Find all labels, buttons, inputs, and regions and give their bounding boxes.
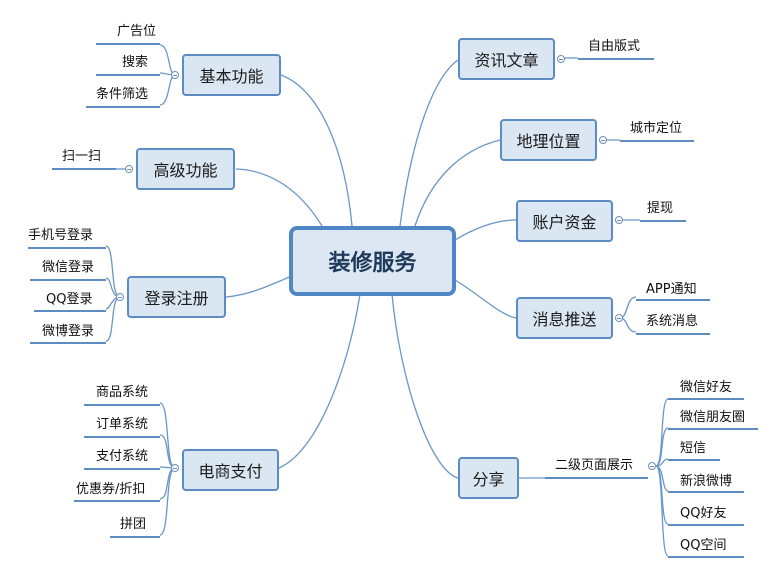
leaf-underline [52, 168, 116, 170]
leaf-underline [668, 524, 744, 526]
leaf-ad-slot[interactable]: 广告位 [116, 24, 156, 39]
leaf-group-buy[interactable]: 拼团 [120, 517, 147, 532]
leaf-system-message[interactable]: 系统消息 [646, 314, 699, 329]
leaf-app-notification[interactable]: APP通知 [646, 282, 697, 297]
collapse-icon[interactable] [615, 216, 623, 224]
collapse-icon[interactable] [599, 136, 607, 144]
leaf-underline [545, 477, 648, 479]
node-geo-location[interactable]: 地理位置 [500, 119, 597, 161]
leaf-underline [96, 43, 160, 45]
leaf-underline [668, 459, 720, 461]
leaf-underline [96, 74, 160, 76]
collapse-icon[interactable] [557, 55, 565, 63]
leaf-underline [28, 247, 106, 249]
leaf-underline [34, 310, 106, 312]
leaf-search[interactable]: 搜索 [121, 55, 148, 70]
leaf-product-system[interactable]: 商品系统 [96, 385, 149, 400]
node-news-articles[interactable]: 资讯文章 [458, 38, 555, 80]
leaf-city-location[interactable]: 城市定位 [630, 121, 683, 136]
leaf-order-system[interactable]: 订单系统 [96, 417, 149, 432]
node-share[interactable]: 分享 [458, 457, 519, 499]
node-login-register[interactable]: 登录注册 [127, 276, 226, 318]
node-basic-features[interactable]: 基本功能 [182, 54, 281, 96]
leaf-qq-login[interactable]: QQ登录 [46, 292, 93, 307]
leaf-underline [84, 404, 160, 406]
sub-node-secondary-page[interactable]: 二级页面展示 [555, 458, 634, 473]
leaf-underline [668, 398, 744, 400]
leaf-underline [30, 342, 106, 344]
leaf-sms[interactable]: 短信 [680, 441, 707, 456]
node-message-push[interactable]: 消息推送 [516, 297, 613, 339]
leaf-underline [84, 436, 160, 438]
node-advanced-features[interactable]: 高级功能 [136, 148, 235, 190]
leaf-underline [636, 299, 710, 301]
leaf-withdraw[interactable]: 提现 [647, 201, 674, 216]
leaf-wechat-moments[interactable]: 微信朋友圈 [680, 410, 746, 425]
leaf-underline [668, 491, 744, 493]
leaf-wechat-login[interactable]: 微信登录 [42, 260, 95, 275]
node-account-funds[interactable]: 账户资金 [516, 200, 613, 242]
leaf-coupon-discount[interactable]: 优惠券/折扣 [76, 482, 146, 497]
collapse-icon[interactable] [125, 165, 133, 173]
leaf-underline [110, 536, 160, 538]
collapse-icon[interactable] [116, 293, 124, 301]
node-ecommerce-payment[interactable]: 电商支付 [182, 449, 279, 491]
leaf-underline [578, 58, 654, 60]
leaf-underline [84, 468, 160, 470]
leaf-underline [668, 556, 744, 558]
leaf-underline [668, 428, 758, 430]
leaf-wechat-friends[interactable]: 微信好友 [680, 380, 733, 395]
collapse-icon[interactable] [171, 464, 179, 472]
collapse-icon[interactable] [171, 71, 179, 79]
leaf-phone-login[interactable]: 手机号登录 [28, 228, 94, 243]
collapse-icon[interactable] [648, 462, 656, 470]
leaf-scan[interactable]: 扫一扫 [62, 149, 102, 164]
leaf-underline [86, 106, 160, 108]
collapse-icon[interactable] [615, 314, 623, 322]
leaf-filter[interactable]: 条件筛选 [95, 87, 148, 102]
root-node[interactable]: 装修服务 [289, 226, 456, 296]
leaf-underline [620, 140, 694, 142]
leaf-weibo-login[interactable]: 微博登录 [42, 324, 95, 339]
leaf-underline [640, 220, 686, 222]
leaf-qq-friends[interactable]: QQ好友 [680, 506, 727, 521]
leaf-underline [74, 500, 160, 502]
leaf-underline [30, 279, 106, 281]
leaf-underline [636, 333, 710, 335]
leaf-free-layout[interactable]: 自由版式 [588, 39, 641, 54]
leaf-sina-weibo[interactable]: 新浪微博 [680, 474, 733, 489]
leaf-qq-zone[interactable]: QQ空间 [680, 538, 727, 553]
leaf-payment-system[interactable]: 支付系统 [96, 449, 149, 464]
